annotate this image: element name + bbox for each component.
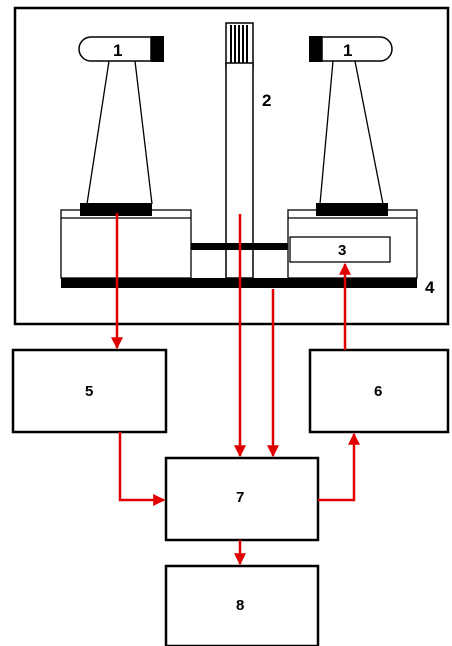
label-base-plate: 4 (425, 278, 435, 297)
sensor-box (289, 236, 391, 263)
signal-arrows (111, 213, 360, 566)
block-6 (308, 348, 450, 434)
lamp-right: 1 (309, 36, 393, 205)
label-lamp-left: 1 (113, 41, 122, 60)
arrow-5-to-7 (118, 432, 166, 506)
arrow-7-to-6 (318, 432, 360, 502)
lamp-left: 1 (78, 36, 164, 205)
central-column: 2 (225, 22, 271, 279)
block-7 (164, 456, 320, 542)
right-cell: 3 (287, 203, 418, 279)
label-lamp-right: 1 (343, 41, 352, 60)
label-block-6: 6 (374, 383, 382, 400)
label-sensor: 3 (338, 242, 346, 259)
left-cell (60, 203, 192, 279)
apparatus-frame (13, 6, 450, 326)
label-column: 2 (262, 91, 271, 110)
block-5 (11, 348, 168, 434)
label-block-7: 7 (236, 489, 244, 506)
label-block-5: 5 (85, 383, 93, 400)
label-block-8: 8 (236, 597, 244, 614)
block-8 (164, 564, 320, 646)
